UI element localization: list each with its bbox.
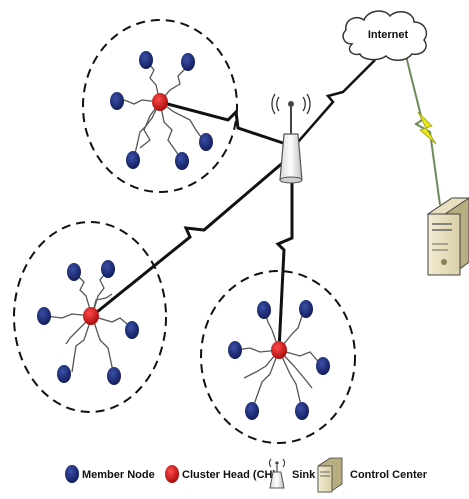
internet-cloud-icon: Internet [342,10,428,61]
member-node [228,341,242,359]
control-center-server-icon [426,197,469,276]
cluster-links [123,59,207,161]
member-node [107,367,121,385]
legend: Member Node Cluster Head (CH) Sink Contr… [65,457,428,493]
cluster-boundary [82,19,238,193]
cluster-boundary [200,270,356,444]
legend-control-center-label: Control Center [350,469,428,481]
member-node [125,321,139,339]
member-node [57,365,71,383]
legend-member-node-icon [65,465,79,483]
member-node [181,53,195,71]
legend-member-node-label: Member Node [82,469,155,481]
cluster-head-node [83,307,99,325]
sink-to-internet-link [297,59,376,143]
cluster-head-node [152,93,168,111]
cluster-links [235,309,323,411]
cluster-heads [83,93,287,359]
member-node [175,152,189,170]
legend-control-center-icon [317,457,343,493]
legend-sink-icon [269,458,285,489]
legend-sink-label: Sink [292,469,316,481]
member-node [257,301,271,319]
member-node [245,402,259,420]
member-node [37,307,51,325]
member-node [199,133,213,151]
member-node [110,92,124,110]
member-node [295,402,309,420]
legend-cluster-head-icon [165,465,179,483]
lightning-bolt-icon [417,111,437,145]
member-nodes [37,51,330,420]
ch-to-sink-link [275,180,294,351]
member-node [139,51,153,69]
sink-icon [271,93,311,184]
internet-label: Internet [368,29,409,41]
ch-to-sink-link [91,158,287,318]
member-node [126,151,140,169]
legend-cluster-head-label: Cluster Head (CH) [182,469,276,481]
ch-to-sink-link [159,100,284,145]
cluster-head-node [271,341,287,359]
member-node [316,357,330,375]
member-node [67,263,81,281]
internet-to-server-link [404,51,441,206]
member-node [299,300,313,318]
member-node [101,260,115,278]
cluster-boundary [13,221,167,413]
